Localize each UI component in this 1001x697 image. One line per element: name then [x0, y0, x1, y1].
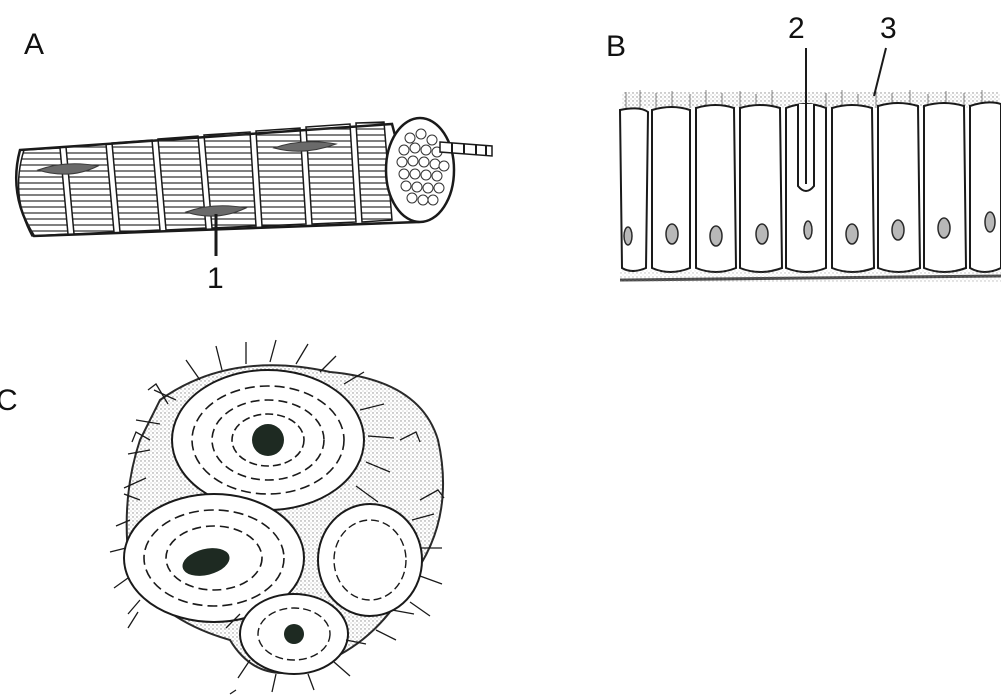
panel-c-bone-cells [110, 340, 444, 694]
cell-bottom-nucleus [284, 624, 304, 644]
panel-a-muscle-fiber [16, 118, 492, 256]
panel-b-epithelium [620, 48, 1001, 282]
callout-3-line [874, 48, 886, 96]
cell-top-nucleus [252, 424, 284, 456]
cell-right [318, 504, 422, 616]
cell-bottom [240, 594, 348, 674]
cell-top [172, 370, 364, 510]
